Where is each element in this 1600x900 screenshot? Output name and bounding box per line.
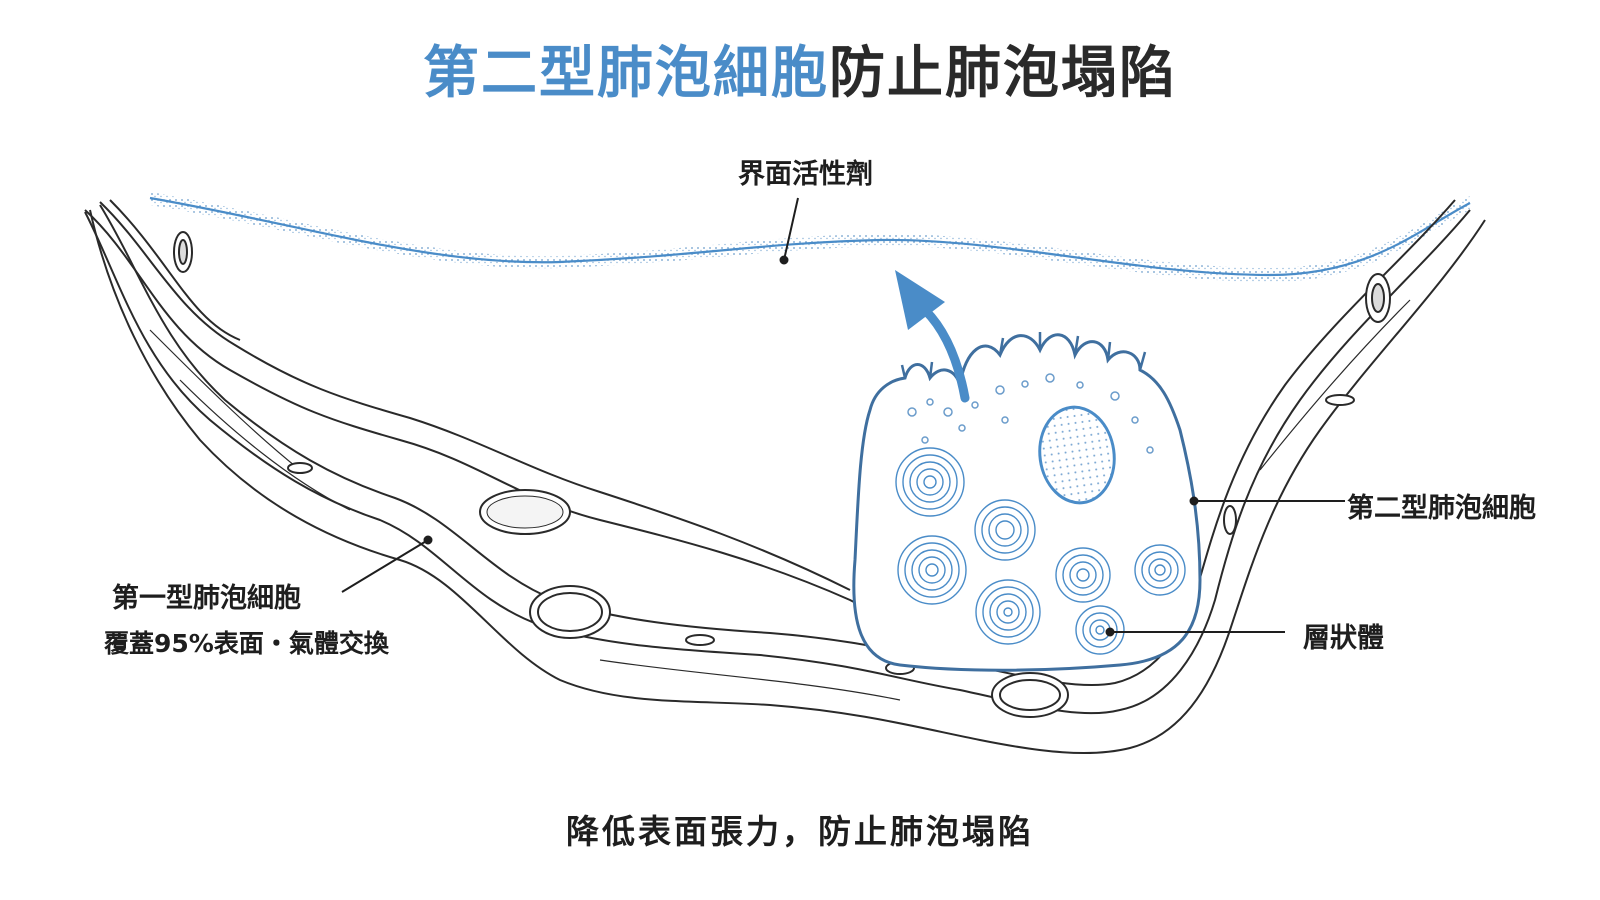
caption: 降低表面張力，防止肺泡塌陷 — [566, 812, 1034, 851]
lamellar-body — [975, 579, 1041, 645]
secretion-arrowhead — [895, 270, 945, 330]
leader-lines — [341, 197, 1345, 637]
lamellar-body — [895, 447, 965, 517]
title-highlight: 第二型肺泡細胞 — [423, 41, 829, 106]
label-type1-note: 覆蓋95%表面・氣體交換 — [104, 629, 389, 658]
lamellar-body — [1055, 547, 1111, 603]
secretion-arrow — [920, 305, 970, 403]
secreted-droplets — [907, 373, 1154, 454]
type2-nucleus — [1038, 405, 1116, 505]
label-lamellar-body: 層狀體 — [1303, 623, 1384, 654]
lamellar-body — [1075, 605, 1125, 655]
label-surfactant: 界面活性劑 — [738, 159, 873, 190]
surfactant-line — [149, 196, 1471, 277]
label-type2-cell: 第二型肺泡細胞 — [1347, 493, 1536, 524]
wall-nuclei — [173, 231, 1391, 718]
lamellar-body — [1134, 544, 1186, 596]
lamellar-body — [974, 499, 1036, 561]
type2-cell — [852, 333, 1202, 672]
alveolar-wall — [84, 199, 1486, 755]
surfactant-layer — [150, 192, 1470, 282]
title-rest: 防止肺泡塌陷 — [829, 41, 1177, 106]
lamellar-bodies — [895, 447, 1186, 655]
label-type1-cell: 第一型肺泡細胞 — [112, 583, 301, 614]
lamellar-body — [897, 535, 967, 605]
page-title: 第二型肺泡細胞防止肺泡塌陷 — [0, 28, 1600, 109]
